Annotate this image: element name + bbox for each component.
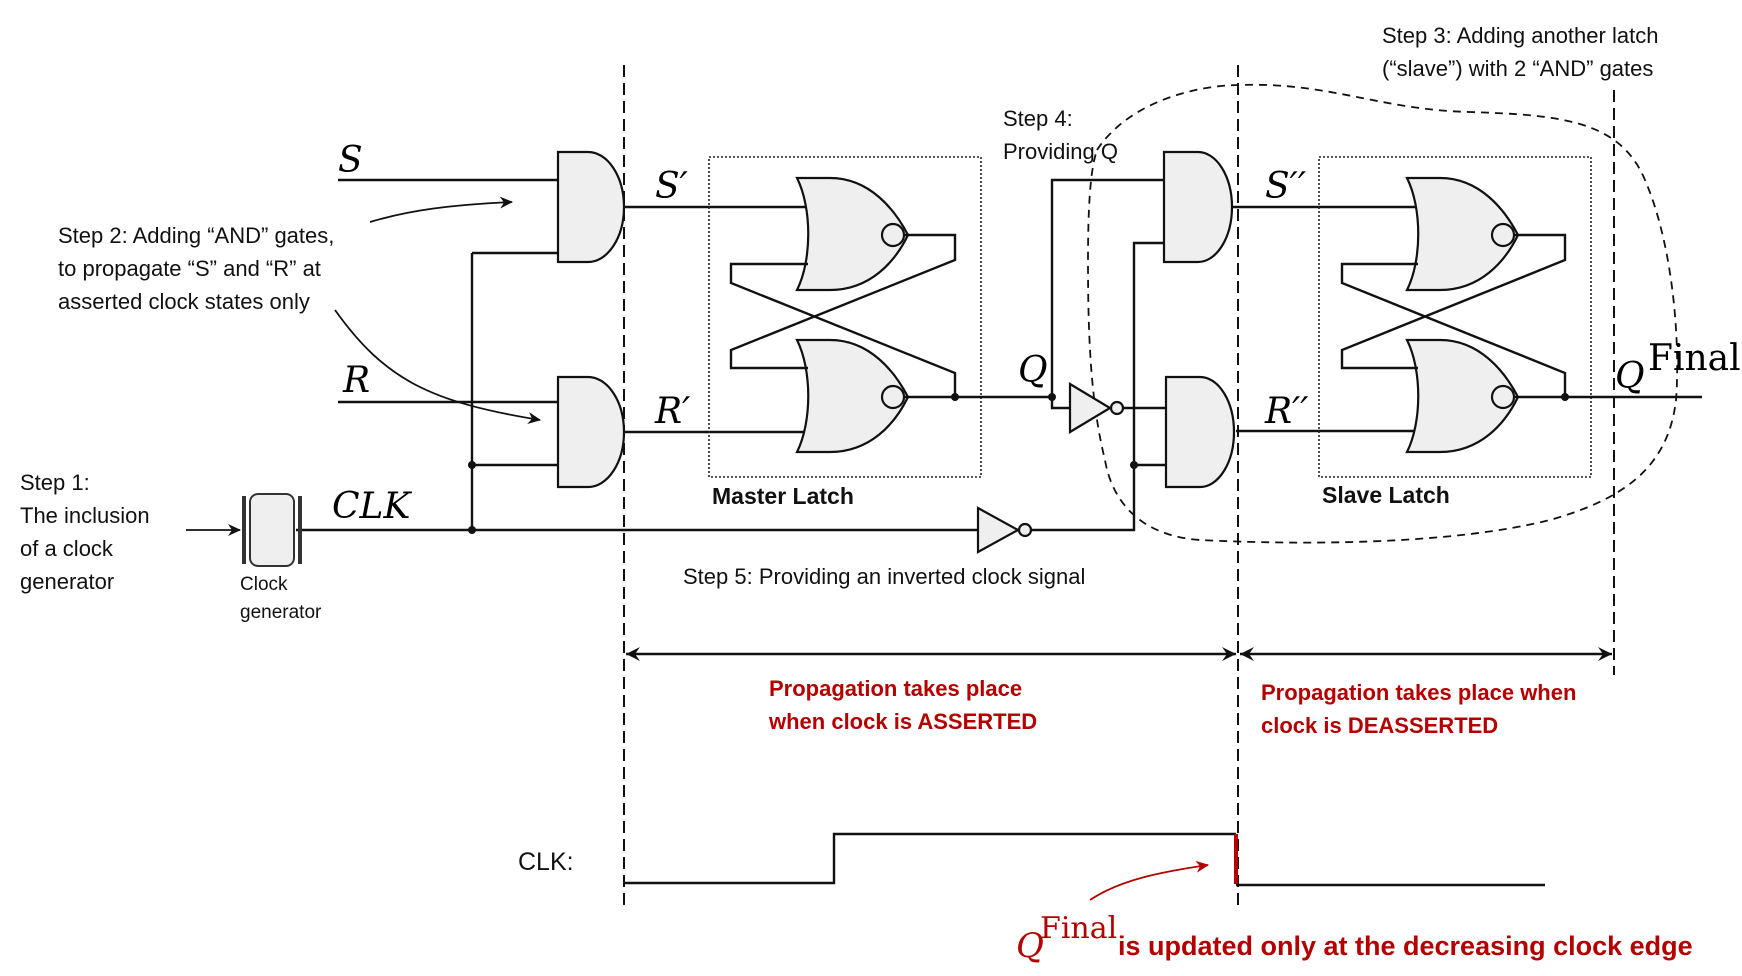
step1-line3: of a clock <box>20 536 114 561</box>
slave-feedback-wire-2 <box>1340 262 1567 397</box>
edge-note-arrow <box>1089 860 1209 901</box>
junction-dot <box>468 526 476 534</box>
deasserted-caption-line2: clock is DEASSERTED <box>1261 713 1498 738</box>
clock-generator-label-1: Clock <box>240 574 288 595</box>
signal-label-s-prime: S′ <box>655 166 688 207</box>
signal-label-r-double-prime: R′′ <box>1264 391 1308 432</box>
slave-latch-label: Slave Latch <box>1322 482 1450 508</box>
nor-gate-slave-bottom <box>1405 338 1520 454</box>
slave-feedback-wire-1 <box>1340 233 1567 370</box>
timing-clk-label: CLK: <box>518 848 574 876</box>
signal-label-s: S <box>338 140 363 181</box>
nor-bubble <box>1490 222 1516 248</box>
junction-dot <box>1130 461 1138 469</box>
and-gate-s-master <box>556 150 626 264</box>
step2-arrow-to-s-and <box>369 196 513 223</box>
slave-latch-box <box>1318 156 1592 478</box>
signal-label-clk: CLK <box>332 486 412 527</box>
nor-gate-master-bottom <box>795 338 910 454</box>
master-latch-box <box>708 156 982 478</box>
q-to-slave-and-wire <box>1050 178 1168 397</box>
step2-line3: asserted clock states only <box>58 289 310 314</box>
and-gate-r-master <box>556 375 626 489</box>
signal-label-r-prime: R′ <box>654 391 690 432</box>
slave-region-outline <box>1087 83 1679 544</box>
master-feedback-wire-2 <box>729 262 957 397</box>
q-inverter <box>1068 382 1113 434</box>
step2-line2: to propagate “S” and “R” at <box>58 256 321 281</box>
edge-note-q-sup: Final <box>1040 911 1117 946</box>
asserted-caption-line2: when clock is ASSERTED <box>768 709 1037 734</box>
q-to-inverter-wire <box>1050 397 1070 410</box>
step3-line1: Step 3: Adding another latch <box>1382 23 1658 48</box>
step5-label: Step 5: Providing an inverted clock sign… <box>683 564 1085 589</box>
nor-gate-master-top <box>795 176 910 292</box>
clk-inverter <box>976 506 1021 554</box>
and-gate-s-slave <box>1162 150 1234 264</box>
nor-bubble <box>880 384 906 410</box>
junction-dot <box>468 461 476 469</box>
edge-note-text: is updated only at the decreasing clock … <box>1118 931 1693 961</box>
inverted-clk-wire <box>1031 241 1168 532</box>
edge-note-q: Q <box>1016 926 1044 966</box>
asserted-caption-line1: Propagation takes place <box>769 676 1022 701</box>
step4-line1: Step 4: <box>1003 106 1073 131</box>
clock-generator-label-2: generator <box>240 602 322 623</box>
signal-label-q-final: Q <box>1615 356 1645 397</box>
nor-gate-slave-top <box>1405 176 1520 292</box>
junction-dot <box>951 393 959 401</box>
signal-label-r: R <box>342 360 370 401</box>
inverter-bubble <box>1109 400 1125 416</box>
inverter-bubble <box>1017 522 1033 538</box>
clk-waveform-high <box>624 832 1236 885</box>
signal-label-q: Q <box>1018 350 1048 391</box>
step3-line2: (“slave”) with 2 “AND” gates <box>1382 56 1653 81</box>
signal-label-s-double-prime: S′′ <box>1265 166 1306 207</box>
nor-bubble <box>880 222 906 248</box>
and-gate-r-slave <box>1164 375 1236 489</box>
step4-line2: Providing Q <box>1003 139 1118 164</box>
master-latch-label: Master Latch <box>712 483 854 509</box>
signal-label-q-final-sup: Final <box>1648 338 1741 379</box>
step1-line1: Step 1: <box>20 470 90 495</box>
nor-bubble <box>1490 384 1516 410</box>
step2-arrow-to-r-and <box>334 309 541 424</box>
deasserted-caption-line1: Propagation takes place when <box>1261 680 1576 705</box>
step2-line1: Step 2: Adding “AND” gates, <box>58 223 334 248</box>
junction-dot <box>1561 393 1569 401</box>
master-feedback-wire-1 <box>729 233 957 370</box>
clock-generator-icon <box>249 493 295 567</box>
step1-line4: generator <box>20 569 114 594</box>
step1-line2: The inclusion <box>20 503 150 528</box>
